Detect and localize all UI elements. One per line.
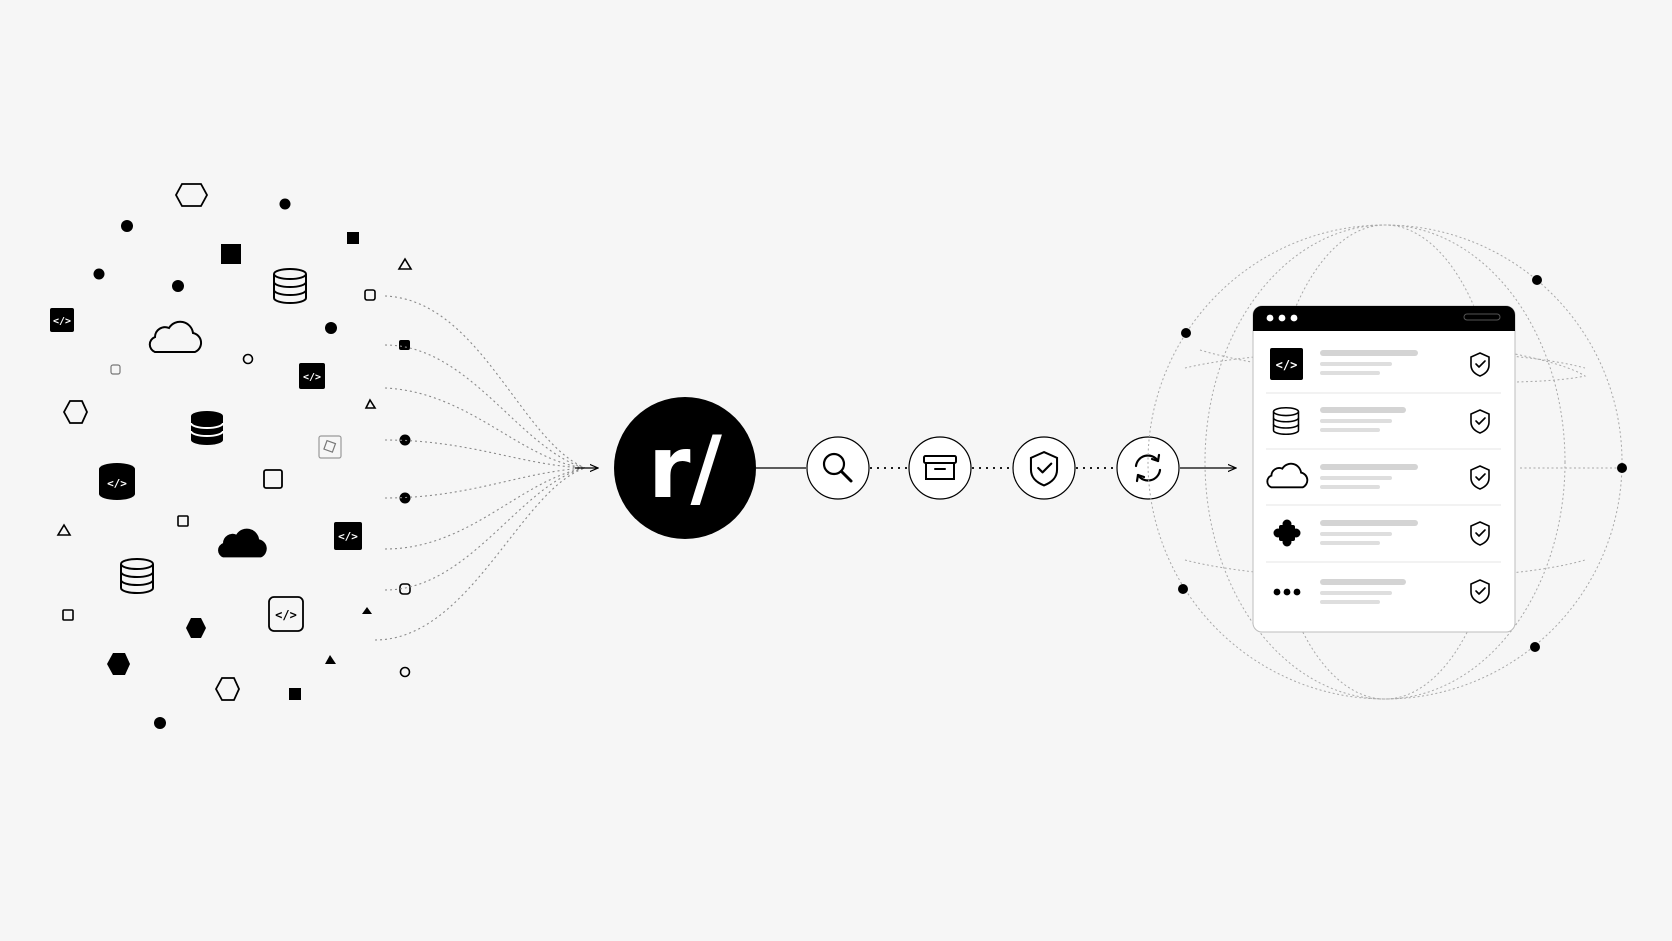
hexagon-icon	[186, 618, 206, 638]
code-icon: </>	[268, 596, 304, 632]
triangle-icon	[364, 398, 377, 409]
converging-connectors	[374, 295, 586, 641]
triangle-icon	[325, 655, 336, 664]
row-subtitle-placeholder	[1320, 532, 1392, 536]
row-meta-placeholder	[1320, 541, 1380, 545]
pipeline-step-protect	[1012, 436, 1076, 500]
circle-icon	[399, 666, 411, 678]
code-icon: </>	[299, 363, 325, 389]
triangle-icon	[362, 607, 372, 614]
dot	[279, 198, 291, 210]
svg-text:</>: </>	[1276, 358, 1298, 372]
hub-logo: r/	[614, 397, 756, 539]
puzzle-icon	[1273, 519, 1301, 547]
hexagon-icon	[62, 400, 88, 424]
triangle-icon	[56, 523, 72, 536]
square-icon	[399, 340, 410, 350]
row-meta-placeholder	[1320, 428, 1380, 432]
row-title-placeholder	[1320, 579, 1406, 585]
dot	[172, 280, 184, 292]
database-icon	[120, 558, 154, 594]
dot	[121, 220, 133, 232]
shield-check-icon	[1470, 579, 1490, 604]
pipeline-step-archive	[908, 436, 972, 500]
shield-check-icon	[1470, 352, 1490, 377]
dot	[325, 322, 337, 334]
circle-icon	[242, 353, 254, 365]
hexagon-icon	[174, 183, 209, 207]
pipeline	[756, 436, 1236, 500]
square-icon	[177, 515, 189, 527]
database-icon: </>	[99, 463, 135, 500]
list-item[interactable]	[1266, 462, 1490, 490]
cloud-icon	[218, 528, 267, 558]
svg-text:</>: </>	[303, 372, 321, 383]
row-title-placeholder	[1320, 520, 1418, 526]
row-meta-placeholder	[1320, 600, 1380, 604]
shield-check-icon	[1470, 521, 1490, 546]
list-item[interactable]	[1273, 519, 1490, 547]
database-icon	[190, 410, 224, 446]
svg-text:</>: </>	[53, 316, 71, 327]
row-subtitle-placeholder	[1320, 591, 1392, 595]
database-icon	[273, 268, 307, 304]
sync-icon	[1134, 453, 1162, 483]
svg-text:</>: </>	[338, 530, 358, 543]
square-icon	[110, 364, 121, 375]
triangle-icon	[397, 257, 413, 270]
app-window: </>	[1252, 305, 1516, 633]
shield-check-icon	[1470, 465, 1490, 490]
shield-check-icon	[1029, 451, 1059, 487]
source-cluster: </> </> </> </> </>	[50, 183, 413, 729]
archive-box-icon	[923, 455, 957, 480]
square-icon	[364, 289, 376, 301]
row-meta-placeholder	[1320, 371, 1380, 375]
square-icon	[347, 232, 359, 244]
row-meta-placeholder	[1320, 485, 1380, 489]
hexagon-icon	[214, 677, 240, 701]
cloud-icon	[148, 320, 203, 353]
globe-nodes	[1178, 275, 1627, 652]
square-icon	[263, 469, 283, 489]
square-icon	[62, 609, 74, 621]
row-title-placeholder	[1320, 464, 1418, 470]
row-subtitle-placeholder	[1320, 476, 1392, 480]
search-icon	[822, 452, 853, 483]
square-icon	[289, 688, 301, 700]
hub-label: r/	[648, 418, 722, 518]
row-title-placeholder	[1320, 407, 1406, 413]
svg-text:</>: </>	[275, 608, 297, 622]
code-icon: </>	[50, 308, 74, 332]
list-item[interactable]: </>	[1270, 348, 1490, 380]
code-icon: </>	[334, 522, 362, 550]
square-icon	[323, 439, 337, 453]
row-subtitle-placeholder	[1320, 419, 1392, 423]
code-icon: </>	[1270, 348, 1303, 380]
svg-text:</>: </>	[107, 477, 127, 490]
dot	[93, 268, 105, 280]
square-icon	[221, 244, 241, 264]
dot	[399, 492, 411, 504]
hexagon-icon	[107, 653, 130, 675]
row-title-placeholder	[1320, 350, 1418, 356]
dot	[154, 717, 166, 729]
window-title-bar	[1253, 306, 1515, 331]
dot	[399, 434, 411, 446]
square-icon	[318, 435, 342, 459]
pipeline-step-search	[806, 436, 870, 500]
list-item[interactable]	[1273, 579, 1490, 604]
list-item[interactable]	[1272, 406, 1490, 436]
more-dots-icon	[1273, 588, 1301, 596]
shield-check-icon	[1470, 409, 1490, 434]
title-bar-field	[1463, 313, 1501, 321]
row-subtitle-placeholder	[1320, 362, 1392, 366]
window-controls	[1266, 314, 1298, 322]
